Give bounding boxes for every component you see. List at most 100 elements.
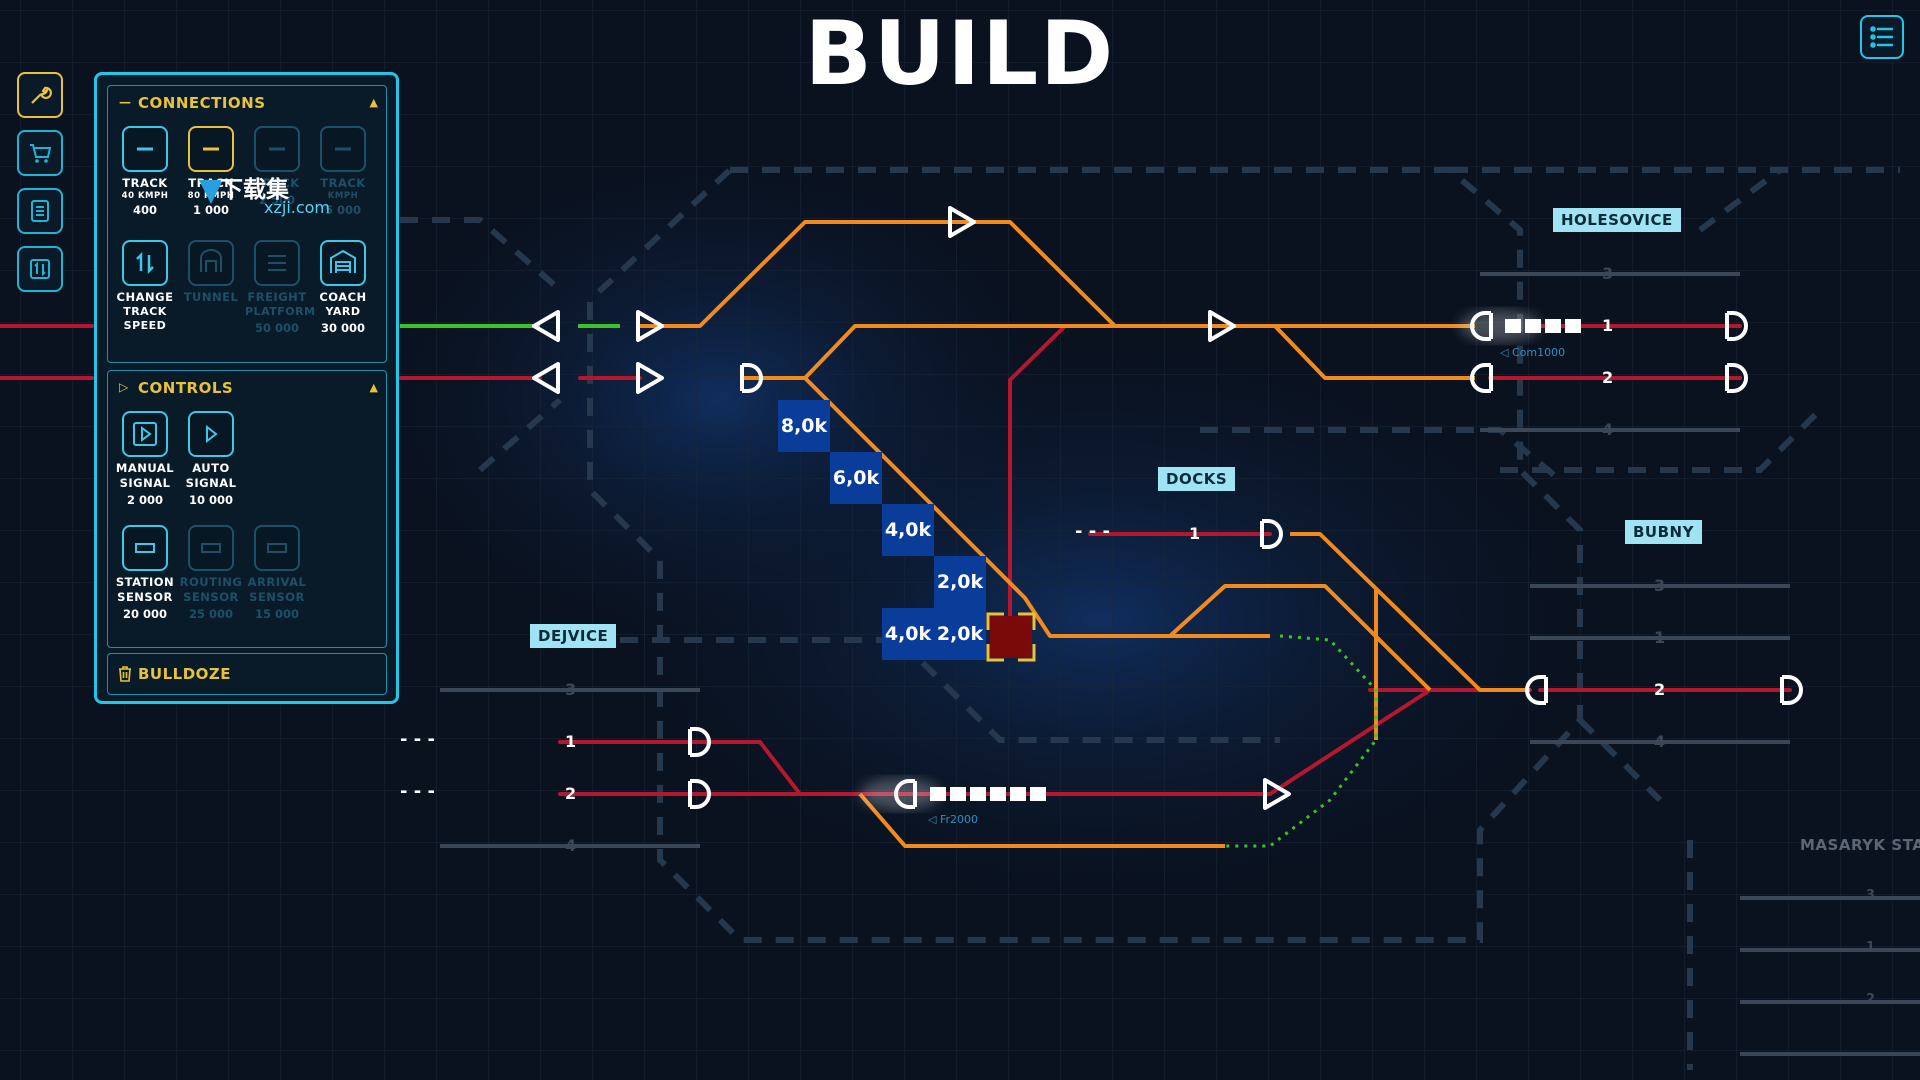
menu-button[interactable] <box>1860 15 1904 59</box>
freight-platform-item[interactable]: Freight Platform 50 000 <box>245 240 316 335</box>
item-name: Auto <box>192 461 230 475</box>
station-masaryk[interactable]: Masaryk Stati <box>1800 836 1920 854</box>
track-number: 1 <box>1654 628 1666 647</box>
cost-tile: 2,0k <box>934 556 986 608</box>
train-id: Com1000 <box>1511 346 1566 359</box>
item-name: Track <box>122 176 168 190</box>
arrival-sensor-item[interactable]: Arrival Sensor 15 000 <box>245 525 309 621</box>
connections-section: — Connections ▲ Track 40 kmph 400 Track … <box>107 85 387 363</box>
track-number: 2 <box>1866 992 1876 1007</box>
station-sensor-item[interactable]: Station Sensor 20 000 <box>113 525 177 621</box>
item-price: 5 000 <box>324 203 361 217</box>
schedule-button[interactable] <box>17 188 63 234</box>
item-sub: 40 kmph <box>121 191 169 201</box>
tools-button[interactable] <box>17 72 63 118</box>
station-bubny[interactable]: Bubny <box>1625 520 1702 544</box>
item-name: Tunnel <box>183 290 239 304</box>
track-number: 1 <box>1866 940 1876 955</box>
change-speed-item[interactable]: Change track speed <box>113 240 177 333</box>
item-sub: Signal <box>119 476 171 490</box>
item-sub: Sensor <box>249 590 305 604</box>
section-title[interactable]: Connections <box>138 94 266 112</box>
track-number: 2 <box>1602 368 1614 387</box>
item-price: 2 000 <box>126 493 163 507</box>
track-number: 1 <box>565 732 577 751</box>
cost-tile: 4,0k <box>882 608 934 660</box>
track-number: 3 <box>1602 264 1614 283</box>
track-tier4-item[interactable]: Track kmph 5 000 <box>311 126 375 217</box>
track-continues-icon: - - - <box>400 729 435 750</box>
routing-sensor-icon <box>188 525 234 571</box>
train-fr2000 <box>860 778 1046 810</box>
orange-tracks <box>640 220 1530 848</box>
caret-up-icon[interactable]: ▲ <box>369 96 378 109</box>
item-price: 1 000 <box>192 203 229 217</box>
shop-button[interactable] <box>17 130 63 176</box>
cart-icon <box>30 144 52 163</box>
item-name: Track <box>254 176 300 190</box>
track-tier3-item[interactable]: Track 2 500 <box>245 126 309 207</box>
item-name: Manual <box>115 461 175 475</box>
item-price: 400 <box>132 203 157 217</box>
item-price: 30 000 <box>320 321 365 335</box>
track-number: 4 <box>1654 732 1666 751</box>
coach-yard-item[interactable]: Coach Yard 30 000 <box>311 240 375 335</box>
watermark-cn: 下载集 <box>220 177 289 203</box>
track-icon <box>188 126 234 172</box>
arrival-sensor-icon <box>254 525 300 571</box>
collapse-marker-icon: — <box>119 95 131 109</box>
build-panel: — Connections ▲ Track 40 kmph 400 Track … <box>94 72 399 704</box>
list-icon <box>31 200 49 222</box>
track-number: 4 <box>565 836 577 855</box>
cost-tile: 2,0k <box>934 608 986 660</box>
train-id: Fr2000 <box>939 813 979 826</box>
item-sub: Signal <box>185 476 237 490</box>
station-holesovice[interactable]: Holesovice <box>1553 208 1681 232</box>
section-title[interactable]: Controls <box>138 379 234 397</box>
item-sub: Sensor <box>117 590 173 604</box>
train-tag-fr[interactable]: ◁ Fr2000 <box>928 813 979 826</box>
track-number: 2 <box>1654 680 1666 699</box>
station-docks[interactable]: Docks <box>1158 467 1236 491</box>
speed-arrows-icon <box>122 240 168 286</box>
watermark-url: xzji.com <box>264 198 331 217</box>
station-dejvice[interactable]: Dejvice <box>530 624 617 648</box>
item-price: 2 500 <box>258 193 295 207</box>
item-name: Arrival <box>247 575 307 589</box>
item-sub: Sensor <box>183 590 239 604</box>
track-icon <box>254 126 300 172</box>
inactive-tracks <box>440 272 1920 1056</box>
station-sensor-icon <box>122 525 168 571</box>
train-tag-com[interactable]: ◁ Com1000 <box>1500 346 1566 359</box>
cost-tile: 4,0k <box>882 504 934 556</box>
tunnel-item[interactable]: Tunnel <box>179 240 243 305</box>
item-sub: Platform <box>245 305 316 318</box>
cost-tile: 8,0k <box>778 400 830 452</box>
item-name: Freight <box>247 290 307 304</box>
bulldoze-button[interactable]: Bulldoze <box>107 653 387 695</box>
item-name: Routing <box>179 575 243 589</box>
track-40-item[interactable]: Track 40 kmph 400 <box>113 126 177 217</box>
track-number: 3 <box>1866 888 1876 903</box>
manual-signal-item[interactable]: Manual Signal 2 000 <box>113 411 177 507</box>
cost-tile: 6,0k <box>830 452 882 504</box>
item-price: 50 000 <box>254 321 299 335</box>
item-name: Track <box>320 176 366 190</box>
item-name: Change <box>116 290 174 304</box>
item-sub: kmph <box>327 191 359 201</box>
item-name: Coach <box>319 290 367 304</box>
item-price: 10 000 <box>188 493 233 507</box>
page-title: Build <box>804 2 1116 105</box>
track-number: 1 <box>1189 524 1201 543</box>
item-sub: Yard <box>325 305 361 318</box>
routing-button[interactable] <box>17 246 63 292</box>
train-com1000 <box>1460 310 1581 342</box>
garage-icon <box>320 240 366 286</box>
auto-signal-item[interactable]: Auto Signal 10 000 <box>179 411 243 507</box>
routing-sensor-item[interactable]: Routing Sensor 25 000 <box>179 525 243 621</box>
track-continues-icon: - - - <box>400 781 435 802</box>
track-icon <box>320 126 366 172</box>
manual-signal-icon <box>122 411 168 457</box>
caret-up-icon[interactable]: ▲ <box>369 381 378 394</box>
wrench-icon <box>31 86 52 104</box>
